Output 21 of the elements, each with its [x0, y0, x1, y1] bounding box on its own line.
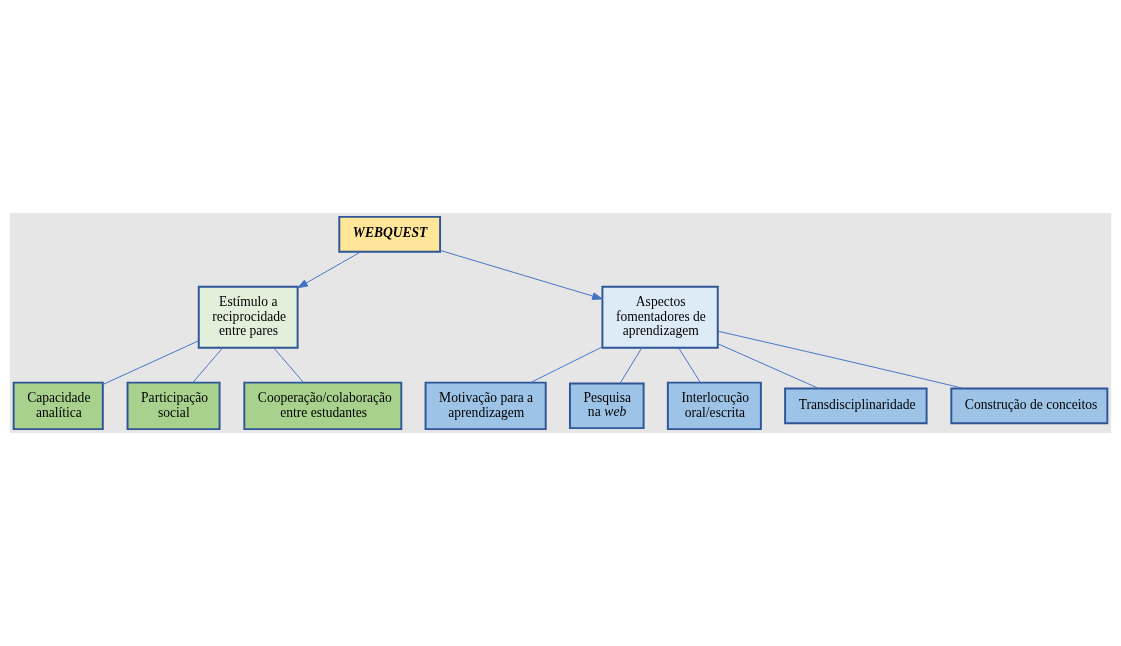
- arrow: [439, 249, 603, 300]
- node-box: Estímulo a reciprocidade entre pares: [197, 285, 299, 349]
- node-box: Construção de conceitos: [950, 387, 1109, 425]
- node-box: Capacidade analítica: [12, 381, 104, 431]
- connector: [530, 346, 603, 384]
- node-box: WEBQUEST: [338, 215, 442, 253]
- node-box: Interlocução oral/escrita: [666, 381, 762, 431]
- connector: [619, 347, 643, 384]
- node-box: Transdisciplinaridade: [784, 387, 928, 425]
- connector: [273, 347, 305, 384]
- node-box: Aspectos fomentadores de aprendizagem: [601, 285, 719, 349]
- node-box: Cooperação/colaboração entre estudantes: [243, 381, 403, 431]
- connector: [102, 340, 199, 385]
- connector: [192, 347, 224, 384]
- connector: [717, 343, 820, 389]
- connector: [678, 347, 701, 384]
- node-box: Pesquisa na web: [569, 382, 645, 430]
- node-box: Participação social: [126, 381, 221, 431]
- node-box: Motivação para a aprendizagem: [424, 381, 547, 431]
- connector: [717, 330, 964, 389]
- arrow: [297, 251, 362, 289]
